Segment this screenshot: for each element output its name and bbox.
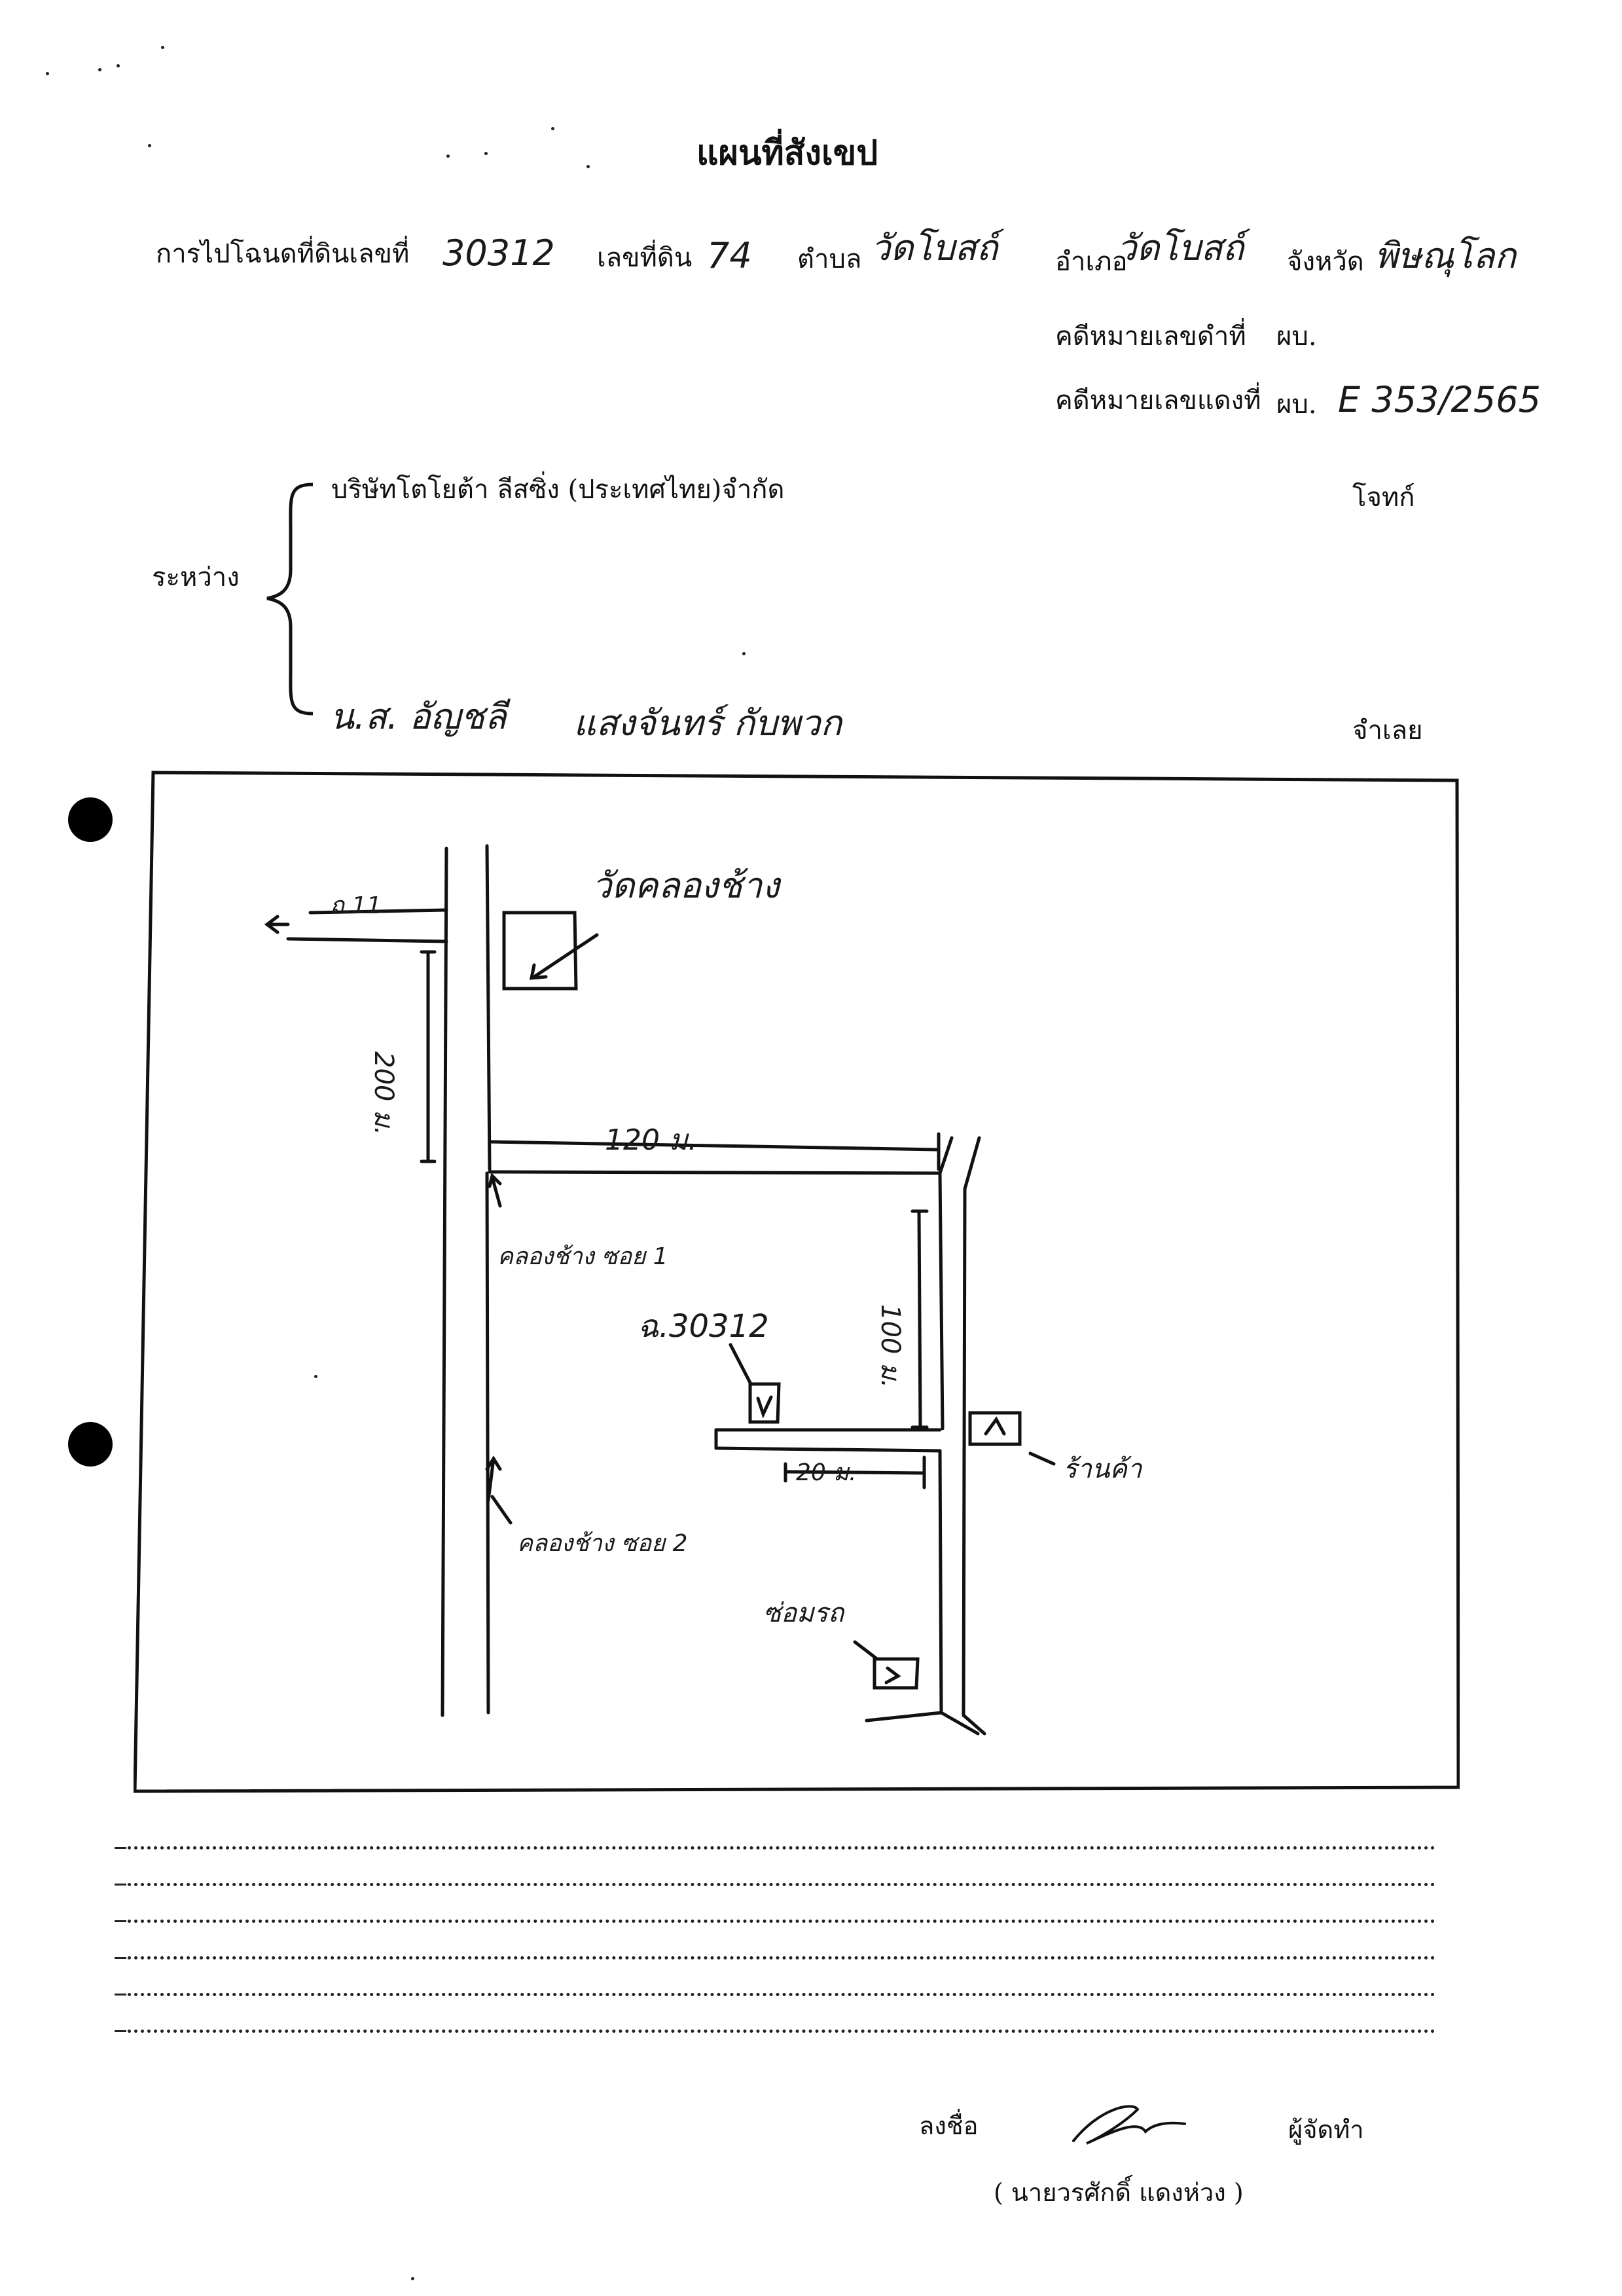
repair-box	[873, 1657, 920, 1690]
soi1-label: คลองช้าง ซอย 1	[497, 1243, 668, 1270]
black-case-label: คดีหมายเลขดำที่	[1055, 321, 1246, 352]
scan-speck	[117, 64, 120, 67]
scan-speck	[411, 2277, 414, 2280]
sign-label: ลงชื่อ	[919, 2111, 979, 2140]
punch-hole	[68, 1422, 113, 1467]
scan-speck	[742, 652, 746, 655]
side-road-left-edge-lower	[938, 1449, 943, 1715]
amphoe-label: อำเภอ	[1055, 247, 1128, 277]
dim-200-label: 200 ม.	[369, 1051, 399, 1136]
main-road-right-edge-lower	[485, 1171, 490, 1715]
scan-speck	[148, 144, 151, 147]
between-label: ระหว่าง	[152, 562, 240, 592]
dim-100-label: 100 ม.	[875, 1304, 905, 1389]
shop-pointer	[1028, 1451, 1056, 1466]
dim-20-line	[784, 1470, 926, 1475]
deed-label: การไปโฉนดที่ดินเลขที่	[156, 239, 410, 269]
punch-hole	[68, 797, 113, 842]
shop-box	[968, 1411, 1022, 1446]
repair-pointer	[853, 1640, 879, 1661]
scan-speck	[446, 155, 450, 158]
scan-speck	[314, 1375, 317, 1378]
province-label: จังหวัด	[1287, 247, 1364, 277]
tambon-label: ตำบล	[797, 244, 862, 274]
red-case-court: ผบ.	[1276, 390, 1317, 420]
note-line	[115, 2030, 1435, 2033]
side-road-left-edge-upper	[938, 1171, 945, 1430]
road-11-edge	[308, 908, 448, 915]
dim-120-line	[488, 1140, 941, 1152]
repair-label: ซ่อมรถ	[763, 1598, 844, 1628]
note-line	[115, 1993, 1435, 1996]
amphoe-value: วัดโบสถ์	[1117, 227, 1244, 268]
note-line	[115, 1883, 1435, 1886]
soi1-arrow	[490, 1175, 502, 1208]
temple-pointer	[532, 933, 599, 979]
black-case-court: ผบ.	[1276, 321, 1317, 352]
scan-speck	[484, 152, 488, 155]
dim-120-label: 120 ม.	[605, 1123, 697, 1157]
note-line	[115, 1846, 1435, 1850]
map-drawing	[134, 771, 1460, 1793]
soi2-arrow	[486, 1457, 496, 1503]
note-line	[115, 1920, 1435, 1923]
temple-box	[502, 911, 578, 991]
defendant-name: น.ส. อัญชลี	[330, 696, 507, 737]
shop-label: ร้านค้า	[1063, 1454, 1142, 1484]
maker-label: ผู้จัดทำ	[1288, 2115, 1364, 2144]
branch-road-bottom-edge	[714, 1446, 942, 1453]
sketch-map: วัดคลองช้าง ถ.11 200 ม. 120 ม. คลองช้าง …	[134, 770, 1460, 1794]
soi2-label: คลองช้าง ซอย 2	[517, 1530, 688, 1557]
dim-20-label: 20 ม.	[796, 1459, 857, 1486]
province-value: พิษณุโลก	[1375, 235, 1517, 276]
road-11-edge	[286, 937, 448, 943]
signature-icon	[1072, 2105, 1186, 2145]
main-road-left-edge	[441, 847, 448, 1717]
scan-speck	[46, 72, 49, 75]
road-11-arrow-head	[264, 915, 279, 934]
soi1-top-edge	[488, 1170, 942, 1175]
page-title: แผนที่สังเขป	[696, 133, 878, 173]
dim-100-line	[917, 1209, 922, 1429]
note-line	[115, 1956, 1435, 1959]
plaintiff-role: โจทก์	[1352, 483, 1415, 513]
map-frame	[134, 771, 1460, 1793]
defendant-surname: แสงจันทร์ กับพวก	[573, 702, 842, 744]
temple-label: วัดคลองช้าง	[592, 865, 780, 906]
scan-speck	[98, 68, 101, 71]
brace-icon	[266, 483, 314, 716]
red-case-number: E 353/2565	[1338, 379, 1541, 420]
main-road-right-edge-upper	[485, 844, 492, 1171]
signer-name: ( นายวรศักดิ์ แดงห่วง )	[994, 2178, 1244, 2207]
scan-speck	[161, 46, 164, 49]
land-number: 74	[707, 235, 752, 276]
tambon-value: วัดโบสถ์	[871, 227, 998, 268]
side-road-join	[938, 1136, 954, 1175]
side-road-join	[963, 1136, 981, 1191]
road-11-label: ถ.11	[330, 892, 382, 919]
scan-speck	[551, 127, 554, 130]
temple-pointer-head	[529, 963, 548, 980]
parcel-label: ฉ.30312	[638, 1308, 769, 1345]
parcel-box	[748, 1382, 781, 1424]
defendant-role: จำเลย	[1352, 716, 1423, 746]
parcel-pointer	[729, 1343, 752, 1385]
side-road-right-edge	[962, 1187, 967, 1717]
red-case-label: คดีหมายเลขแดงที่	[1055, 386, 1261, 416]
plaintiff-name: บริษัทโตโยต้า ลีสซิ่ง (ประเทศไทย)จำกัด	[331, 475, 785, 505]
deed-number: 30312	[442, 232, 555, 274]
land-number-label: เลขที่ดิน	[597, 243, 693, 273]
scan-speck	[586, 165, 590, 168]
